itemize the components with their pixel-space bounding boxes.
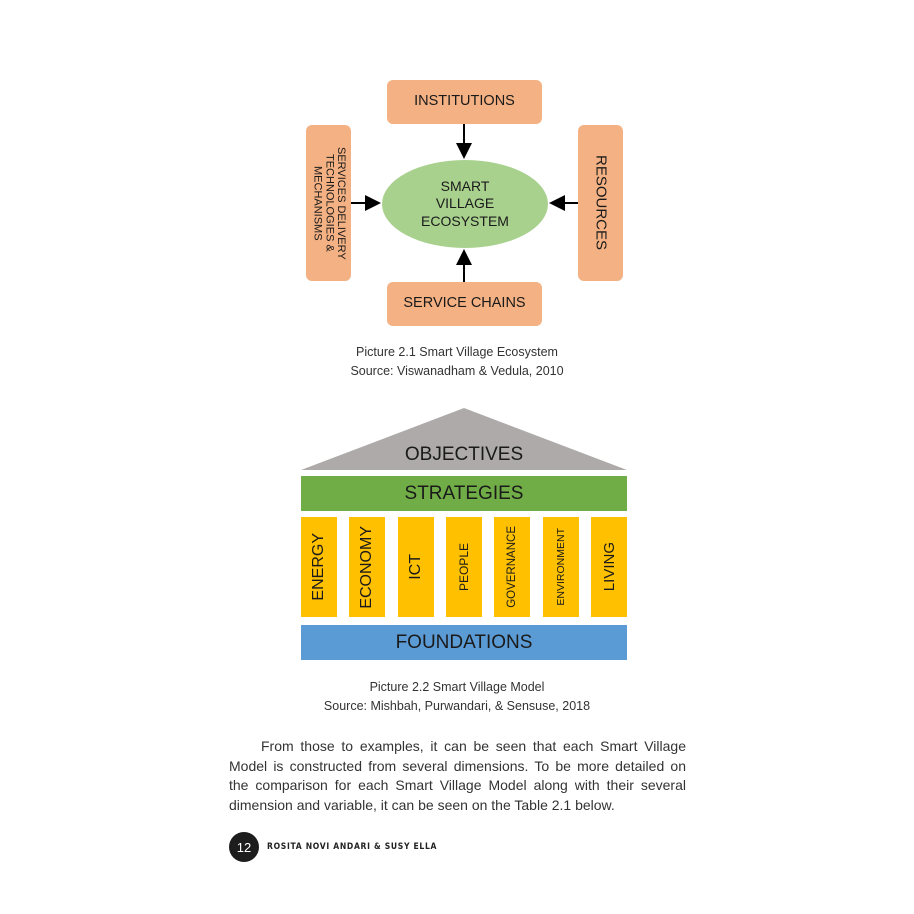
services-delivery-line-3: MECHANISMS [311,165,324,241]
pillar-energy: ENERGY [301,517,337,617]
pillar-living-label: LIVING [600,542,618,592]
footer-authors: ROSITA NOVI ANDARI & SUSY ELLA [267,842,438,852]
body-paragraph: From those to examples, it can be seen t… [229,738,686,813]
institutions-box: INSTITUTIONS [387,80,542,124]
figure1-caption: Picture 2.1 Smart Village Ecosystem [356,345,558,359]
smart-village-ecosystem-ellipse: SMART VILLAGE ECOSYSTEM [382,160,548,248]
pillar-governance-label: GOVERNANCE [506,526,518,608]
foundations-base: FOUNDATIONS [301,625,627,660]
arrows-layer [351,124,578,282]
institutions-label: INSTITUTIONS [414,93,515,110]
center-line-3: ECOSYSTEM [421,212,509,229]
pillar-governance: GOVERNANCE [494,517,530,617]
objectives-roof [301,408,627,470]
figure2-caption: Picture 2.2 Smart Village Model [369,680,545,694]
center-line-1: SMART [440,177,490,194]
pillar-ict-label: ICT [407,554,424,580]
pillar-economy-label: ECONOMY [358,525,375,609]
strategies-label: STRATEGIES [404,482,524,504]
center-line-2: VILLAGE [435,195,495,212]
page-number: 12 [236,839,252,855]
objectives-label: OBJECTIVES [404,444,524,465]
pillar-people: PEOPLE [446,517,482,617]
resources-box: RESOURCES [578,125,623,281]
figure2-source: Source: Mishbah, Purwandari, & Sensuse, … [323,699,591,713]
page-number-badge: 12 [229,832,259,862]
service-chains-label: SERVICE CHAINS [403,295,526,312]
services-delivery-box: SERVICES DELIVERY TECHNOLOGIES & MECHANI… [306,125,351,281]
pillar-energy-label: ENERGY [310,533,327,601]
services-delivery-line-2: TECHNOLOGIES & [323,154,336,252]
pillar-environment-label: ENVIRONMENT [555,528,567,606]
pillar-economy: ECONOMY [349,517,385,617]
pillar-ict: ICT [398,517,434,617]
pillar-living: LIVING [591,517,627,617]
resources-label: RESOURCES [592,155,610,251]
pillar-people-label: PEOPLE [457,542,471,592]
figure1-source: Source: Viswanadham & Vedula, 2010 [350,364,564,378]
foundations-label: FOUNDATIONS [395,631,533,653]
service-chains-box: SERVICE CHAINS [387,282,542,326]
pillar-environment: ENVIRONMENT [543,517,579,617]
strategies-beam: STRATEGIES [301,476,627,511]
services-delivery-line-1: SERVICES DELIVERY [334,146,347,260]
